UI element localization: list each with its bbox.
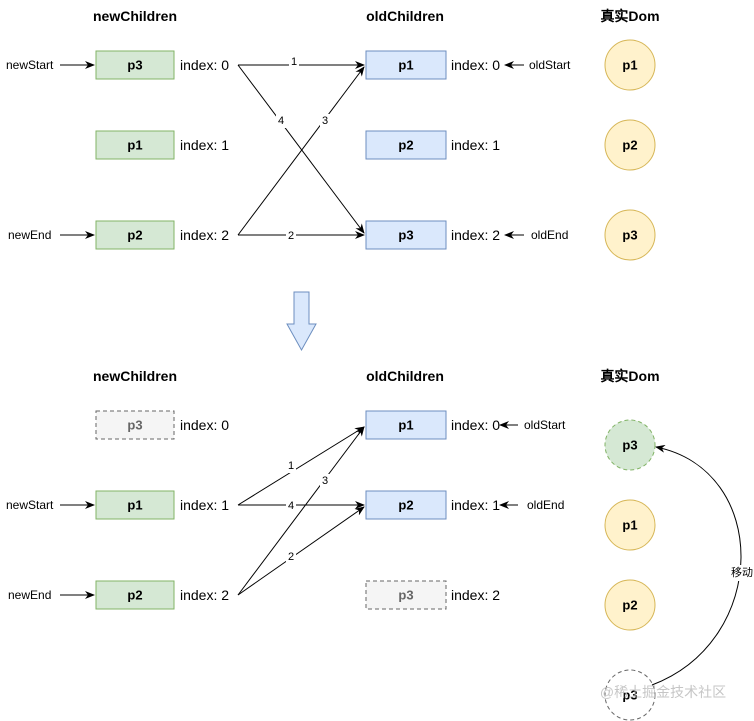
dom-move-label-bg — [730, 565, 754, 581]
top-edge-3 — [237, 64, 365, 234]
top-new-node-index-1: index: 1 — [180, 137, 229, 153]
bottom-dom-node-0 — [604, 419, 656, 471]
bottom-edge-1 — [237, 506, 365, 596]
bottom-old-node-box-2 — [365, 580, 447, 610]
bottom-header-dom: 真实Dom — [600, 368, 659, 384]
bottom-old-node-box-1 — [365, 490, 447, 520]
top-pointer-old-end: oldEnd — [531, 228, 568, 242]
bottom-new-node-box-1 — [95, 490, 175, 520]
bottom-pointer-new-end: newEnd — [8, 588, 51, 602]
bottom-new-node-index-2: index: 2 — [180, 587, 229, 603]
top-dom-node-2 — [604, 209, 656, 261]
bottom-pointer-new-start: newStart — [6, 498, 54, 512]
bottom-new-node-box-0 — [95, 410, 175, 440]
top-new-node-label-0: p3 — [127, 58, 142, 73]
top-pointer-new-end: newEnd — [8, 228, 51, 242]
bottom-old-node-index-0: index: 0 — [451, 417, 500, 433]
bottom-pointer-old-start: oldStart — [524, 418, 566, 432]
bottom-edge-label-2: 3 — [322, 475, 328, 487]
top-edge-label-0-bg — [289, 55, 299, 69]
bottom-edge-label-3-bg — [286, 499, 296, 513]
bottom-edge-label-0: 1 — [288, 460, 294, 472]
bottom-new-node-label-0: p3 — [127, 418, 142, 433]
bottom-dom-node-3 — [604, 669, 656, 721]
bottom-new-node-label-1: p1 — [127, 498, 142, 513]
bottom-dom-node-2 — [604, 579, 656, 631]
bottom-new-node-index-0: index: 0 — [180, 417, 229, 433]
bottom-old-node-index-2: index: 2 — [451, 587, 500, 603]
top-header-old: oldChildren — [366, 8, 444, 24]
top-new-node-index-0: index: 0 — [180, 57, 229, 73]
top-dom-node-0 — [604, 39, 656, 91]
top-new-node-box-2 — [95, 220, 175, 250]
bottom-edge-label-0-bg — [286, 459, 296, 473]
dom-move-curve — [651, 444, 742, 686]
top-old-node-index-1: index: 1 — [451, 137, 500, 153]
top-new-node-box-1 — [95, 130, 175, 160]
bottom-old-node-index-1: index: 1 — [451, 497, 500, 513]
top-header-dom: 真实Dom — [600, 8, 659, 24]
top-dom-node-label-2: p3 — [622, 228, 637, 243]
transition-down-arrow — [286, 291, 317, 352]
bottom-dom-node-label-3: p3 — [622, 688, 637, 703]
top-edge-label-1-bg — [286, 229, 296, 243]
watermark-text: @稀土掘金技术社区 — [600, 684, 726, 700]
bottom-old-node-label-2: p3 — [398, 588, 413, 603]
bottom-dom-node-label-2: p2 — [622, 598, 637, 613]
top-edge-label-3: 4 — [278, 115, 284, 127]
top-header-new: newChildren — [93, 8, 177, 24]
bottom-edge-label-1-bg — [286, 550, 296, 564]
dom-move-label: 移动 — [731, 566, 753, 579]
top-old-node-label-1: p2 — [398, 138, 413, 153]
bottom-new-node-box-2 — [95, 580, 175, 610]
bottom-old-node-label-1: p2 — [398, 498, 413, 513]
top-edge-2 — [237, 66, 365, 236]
top-old-node-box-1 — [365, 130, 447, 160]
bottom-old-node-label-0: p1 — [398, 418, 413, 433]
top-new-node-box-0 — [95, 50, 175, 80]
bottom-header-new: newChildren — [93, 368, 177, 384]
top-old-node-index-0: index: 0 — [451, 57, 500, 73]
top-old-node-label-2: p3 — [398, 228, 413, 243]
top-edge-label-2: 3 — [322, 115, 328, 127]
top-edge-label-1: 2 — [288, 230, 294, 242]
bottom-old-node-box-0 — [365, 410, 447, 440]
bottom-edge-2 — [237, 426, 365, 596]
bottom-header-old: oldChildren — [366, 368, 444, 384]
top-edge-label-0: 1 — [291, 56, 297, 68]
top-old-node-index-2: index: 2 — [451, 227, 500, 243]
top-dom-node-label-1: p2 — [622, 138, 637, 153]
top-old-node-box-2 — [365, 220, 447, 250]
top-edge-label-3-bg — [276, 114, 286, 128]
bottom-edge-label-2-bg — [320, 474, 330, 488]
bottom-edge-label-3: 4 — [288, 500, 294, 512]
top-new-node-index-2: index: 2 — [180, 227, 229, 243]
bottom-edge-label-1: 2 — [288, 551, 294, 563]
bottom-dom-node-label-0: p3 — [622, 438, 637, 453]
top-pointer-old-start: oldStart — [529, 58, 571, 72]
bottom-dom-node-label-1: p1 — [622, 518, 637, 533]
top-new-node-label-1: p1 — [127, 138, 142, 153]
top-pointer-new-start: newStart — [6, 58, 54, 72]
bottom-edge-0 — [237, 426, 365, 506]
bottom-pointer-old-end: oldEnd — [527, 498, 564, 512]
bottom-dom-node-1 — [604, 499, 656, 551]
top-dom-node-label-0: p1 — [622, 58, 637, 73]
top-old-node-label-0: p1 — [398, 58, 413, 73]
top-edge-label-2-bg — [320, 114, 330, 128]
bottom-new-node-label-2: p2 — [127, 588, 142, 603]
top-old-node-box-0 — [365, 50, 447, 80]
top-dom-node-1 — [604, 119, 656, 171]
bottom-new-node-index-1: index: 1 — [180, 497, 229, 513]
top-new-node-label-2: p2 — [127, 228, 142, 243]
